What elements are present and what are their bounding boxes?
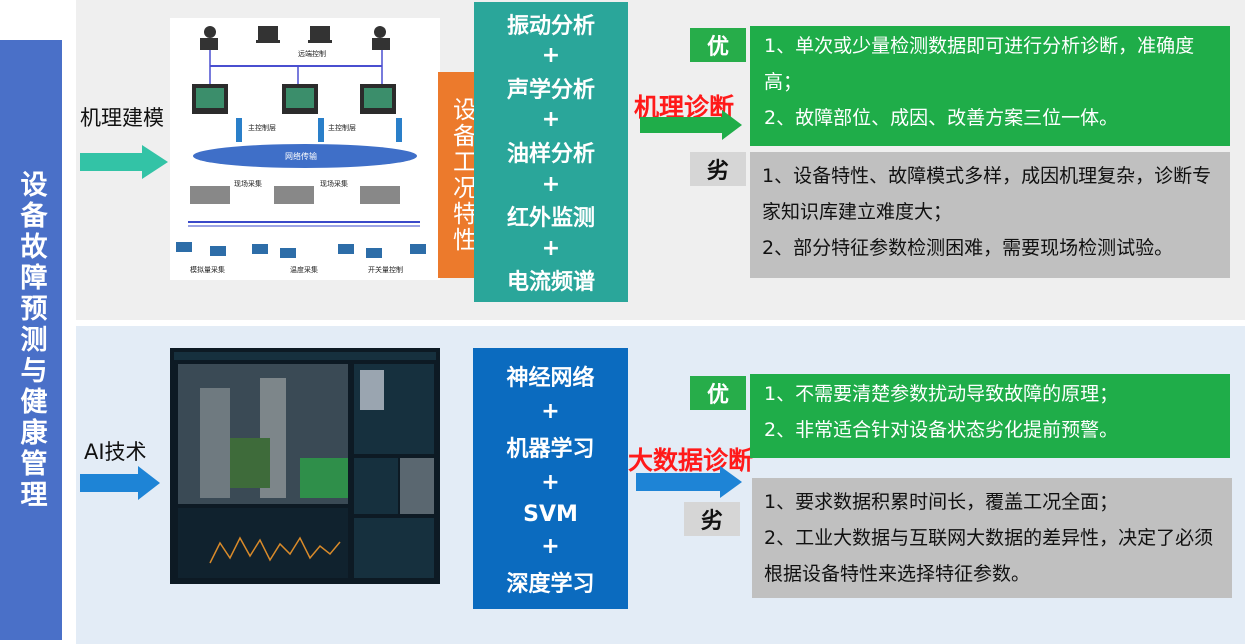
big-data-arrow-icon — [636, 466, 742, 498]
big-data-diagnosis-label: 大数据诊断 — [628, 446, 754, 475]
method-item: 电流频谱 — [506, 270, 595, 296]
top-pros-box: 1、单次或少量检测数据即可进行分析诊断，准确度高； 2、故障部位、成因、改善方案… — [750, 26, 1230, 146]
method-item: 声学分析 — [506, 77, 595, 103]
con-item: 2、工业大数据与互联网大数据的差异性，决定了必须根据设备特性来选择特征参数。 — [764, 527, 1214, 585]
top-pros-badge: 优 — [690, 28, 746, 62]
method-item: SVM — [523, 501, 578, 527]
method-item: 机器学习 — [506, 436, 595, 462]
bottom-pros-box: 1、不需要清楚参数扰动导致故障的原理； 2、非常适合针对设备状态劣化提前预警。 — [750, 374, 1230, 458]
top-arrow-icon — [80, 145, 168, 179]
top-cons-badge: 劣 — [690, 152, 746, 186]
plus-sign: + — [541, 171, 561, 197]
bottom-pros-badge: 优 — [690, 376, 746, 410]
fig-main-label-1: 主控制层 — [248, 123, 276, 132]
fig-temp-label: 温度采集 — [290, 265, 318, 274]
fig-main-label-2: 主控制层 — [328, 123, 356, 132]
top-cons-box: 1、设备特性、故障模式多样，成因机理复杂，诊断专家知识库建立难度大； 2、部分特… — [750, 152, 1230, 278]
con-item: 1、要求数据积累时间长，覆盖工况全面； — [764, 491, 1119, 513]
fig-analog-label: 模拟量采集 — [190, 265, 225, 274]
fig-remote-label: 远端控制 — [298, 49, 326, 58]
mechanism-arrow-icon — [640, 110, 742, 140]
pro-item: 2、非常适合针对设备状态劣化提前预警。 — [764, 419, 1119, 441]
ai-tech-label: AI技术 — [84, 440, 147, 464]
pro-item: 2、故障部位、成因、改善方案三位一体。 — [764, 107, 1119, 129]
side-title: 设备故障预测与健康管理 — [15, 169, 47, 511]
ai-dashboard-figure — [170, 348, 440, 584]
system-architecture-figure: 远端控制 主控制层 主控制层 网络传输 现场采集 现场采集 模拟量采集 温度采集… — [170, 18, 440, 280]
method-item: 神经网络 — [506, 365, 595, 391]
plus-sign: + — [541, 533, 560, 559]
method-item: 红外监测 — [506, 206, 595, 232]
mechanism-modeling-label: 机理建模 — [80, 106, 164, 130]
fig-switch-label: 开关量控制 — [368, 265, 403, 274]
top-methods-box: 振动分析 + 声学分析 + 油样分析 + 红外监测 + 电流频谱 — [474, 2, 628, 302]
bottom-cons-badge: 劣 — [684, 502, 740, 536]
bottom-arrow-icon — [80, 466, 160, 500]
fig-field-label-2: 现场采集 — [320, 179, 348, 188]
fig-field-label-1: 现场采集 — [234, 179, 262, 188]
side-title-bar: 设备故障预测与健康管理 — [0, 40, 62, 640]
plus-sign: + — [541, 398, 560, 424]
pro-item: 1、单次或少量检测数据即可进行分析诊断，准确度高； — [764, 35, 1195, 93]
method-item: 深度学习 — [506, 571, 595, 597]
con-item: 2、部分特征参数检测困难，需要现场检测试验。 — [762, 237, 1174, 259]
plus-sign: + — [541, 107, 561, 133]
plus-sign: + — [541, 235, 561, 261]
plus-sign: + — [541, 469, 560, 495]
equipment-condition-label: 设备工况特性 — [448, 97, 477, 253]
fig-network-label: 网络传输 — [285, 151, 317, 161]
method-item: 振动分析 — [506, 13, 595, 39]
plus-sign: + — [541, 43, 561, 69]
con-item: 1、设备特性、故障模式多样，成因机理复杂，诊断专家知识库建立难度大； — [762, 165, 1212, 223]
method-item: 油样分析 — [506, 141, 595, 167]
pro-item: 1、不需要清楚参数扰动导致故障的原理； — [764, 383, 1119, 405]
bottom-cons-box: 1、要求数据积累时间长，覆盖工况全面； 2、工业大数据与互联网大数据的差异性，决… — [752, 478, 1232, 598]
bottom-methods-box: 神经网络 + 机器学习 + SVM + 深度学习 — [473, 348, 628, 609]
